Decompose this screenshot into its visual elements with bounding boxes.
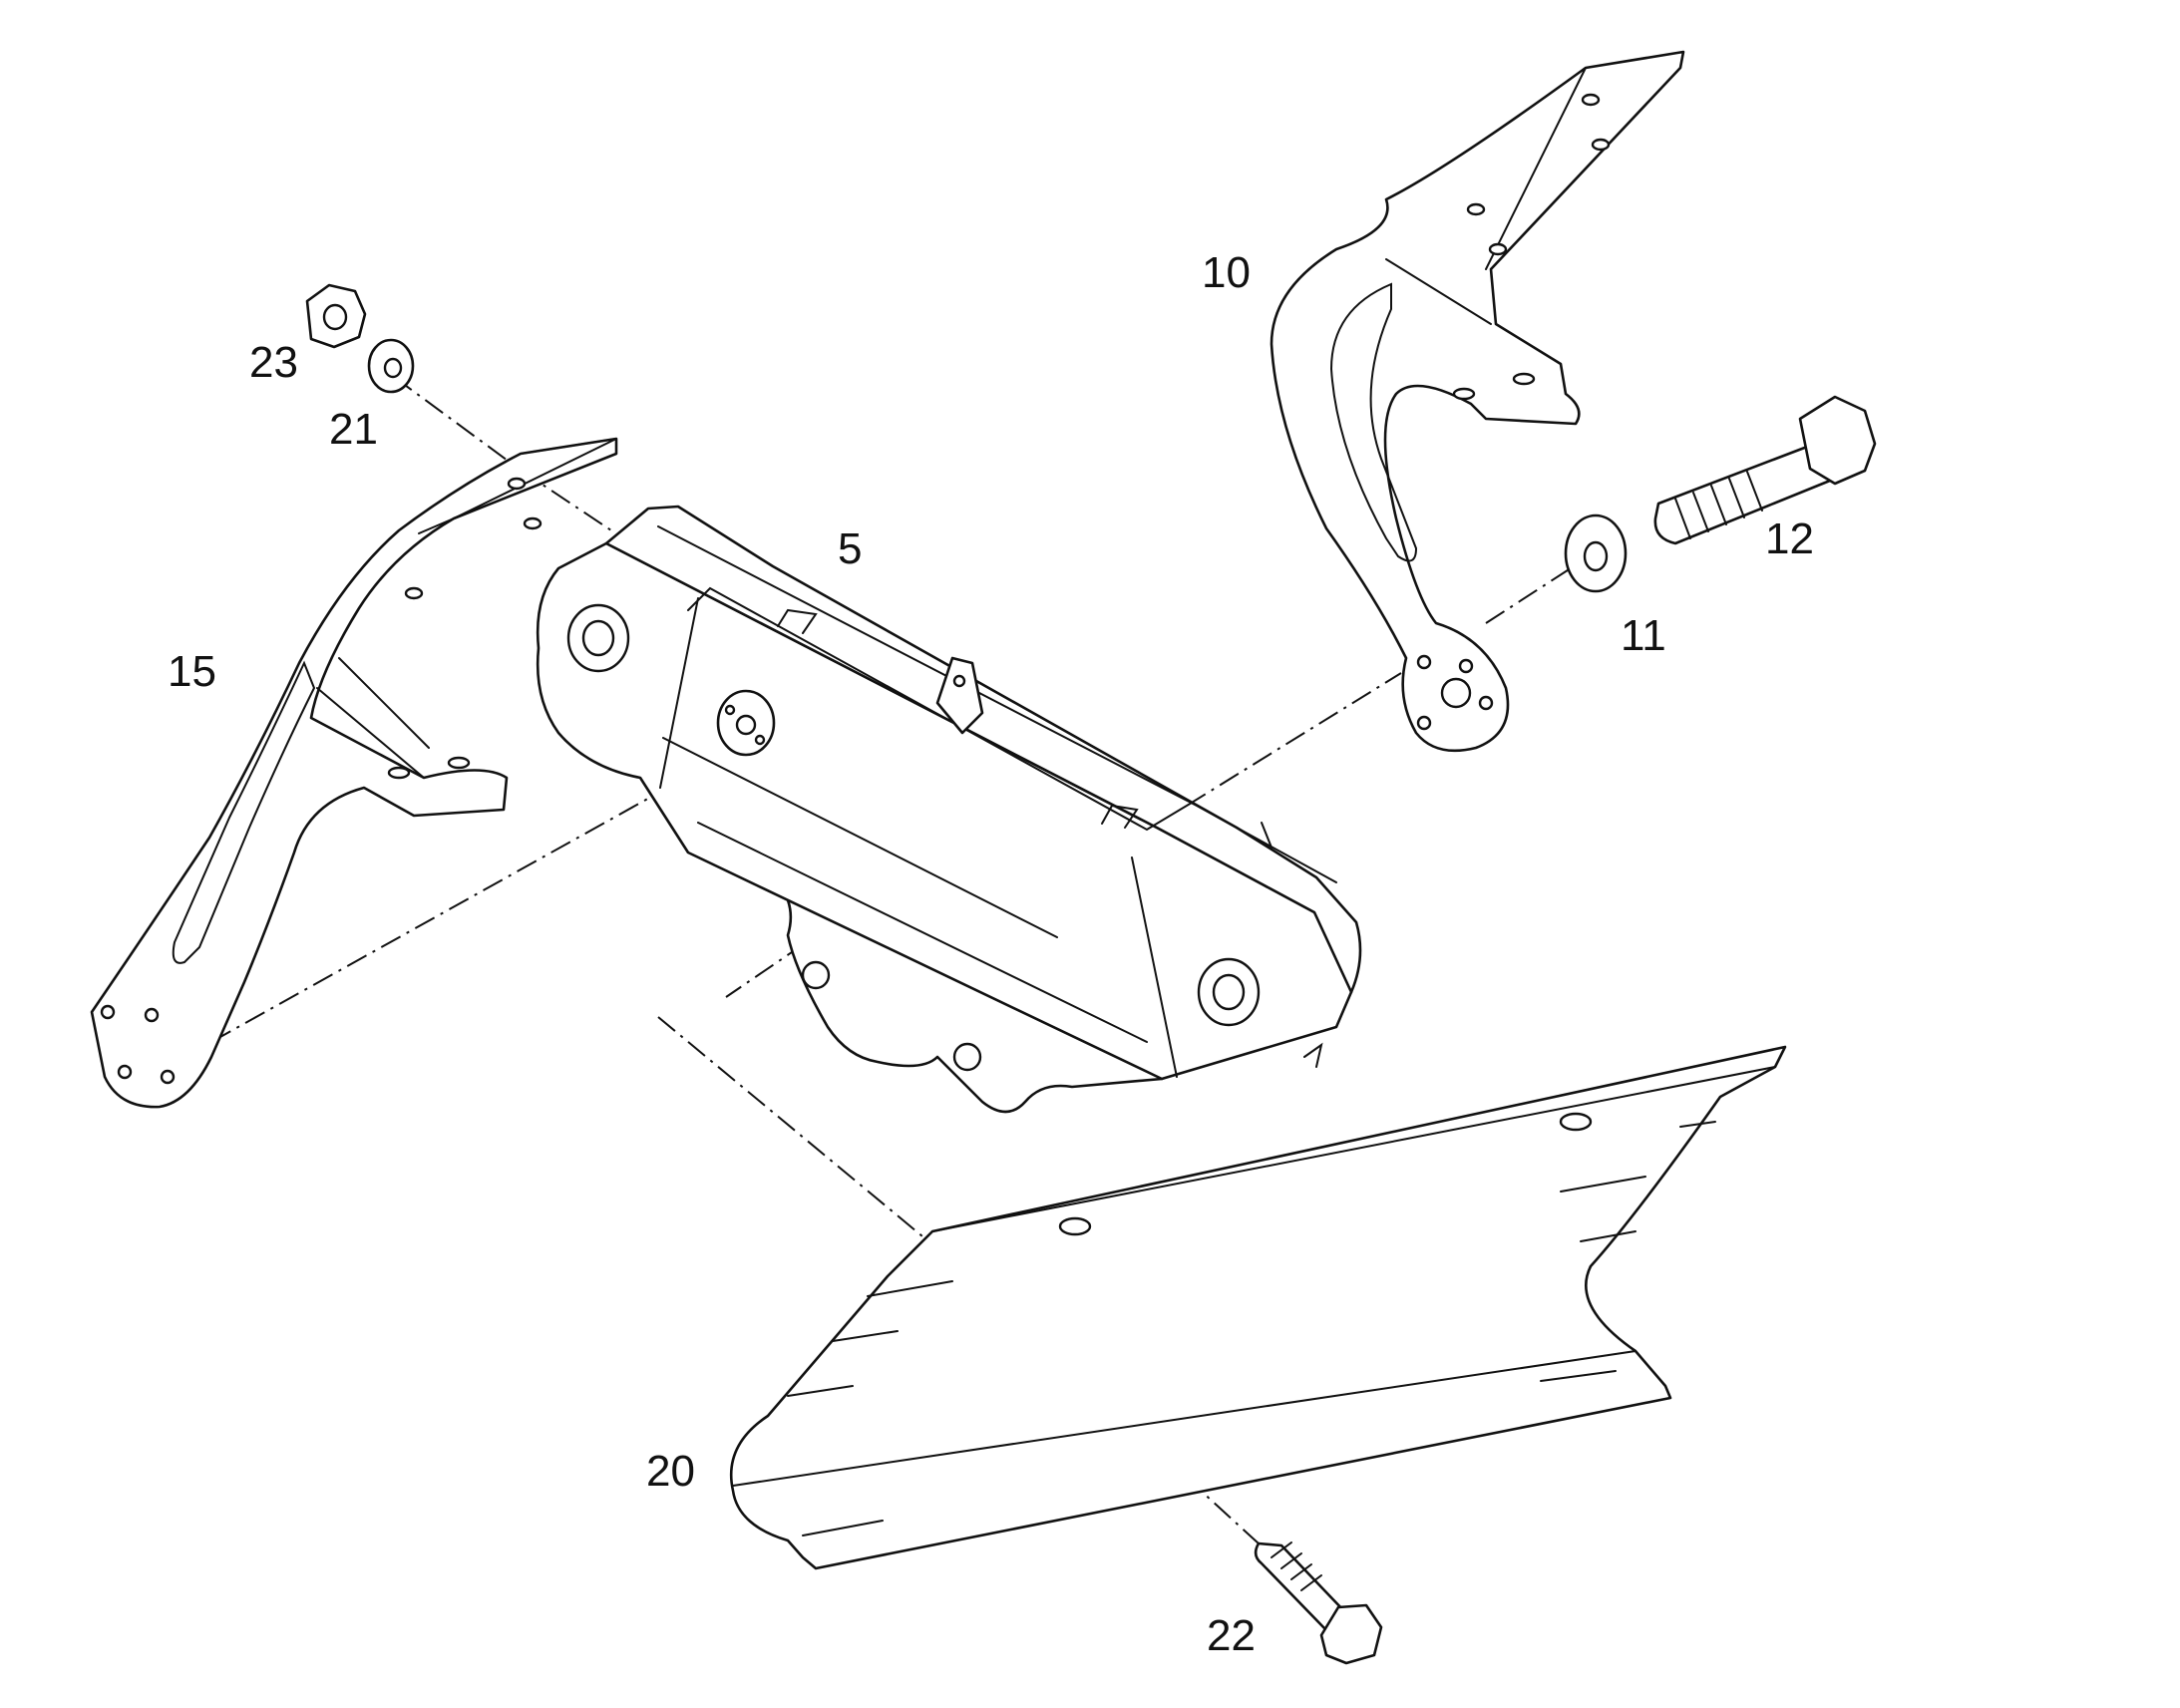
bracket-15-slot — [172, 660, 316, 964]
bracket-10-pivot-hole — [1440, 677, 1472, 709]
shield-20-hole-2 — [1559, 1112, 1593, 1132]
bracket-15-flange-slot-3 — [404, 586, 424, 600]
bracket-10-bolt-hole-1 — [1416, 654, 1432, 670]
bolt-12-threads — [1674, 471, 1763, 539]
frame-clip-2 — [1101, 804, 1139, 829]
bracket-15-top-flange — [418, 438, 617, 534]
washer-part-11 — [1564, 513, 1628, 593]
bracket-15-foot-slot-2 — [447, 756, 471, 770]
bracket-15-flange-slot-1 — [507, 477, 527, 491]
frame-diagonal-line — [662, 737, 1058, 938]
frame-left-pivot-inner — [581, 619, 615, 657]
frame-plate-hole-1 — [801, 960, 831, 990]
bracket-15-hole-1 — [100, 1004, 116, 1020]
bolt-22-head — [1319, 1603, 1383, 1665]
frame-right-pivot-inner — [1212, 973, 1246, 1011]
bolt-12-shank — [1653, 442, 1837, 545]
shield-20-hole-1 — [1058, 1216, 1092, 1236]
bracket-15-web-edge — [316, 657, 430, 779]
bracket-10-web-edge — [1385, 67, 1587, 325]
bracket-15-body — [90, 437, 618, 1109]
callout-20: 20 — [646, 1447, 695, 1496]
shield-part-20 — [729, 1045, 1787, 1570]
bracket-10-flange-slot-3 — [1466, 202, 1486, 216]
bracket-10-bolt-hole-2 — [1458, 658, 1474, 674]
bracket-10-slot — [1329, 282, 1418, 562]
shield-20-slot-4 — [802, 1520, 884, 1537]
leader-bracket-10-to-washer-11 — [1485, 565, 1575, 624]
shield-20-slot-1 — [867, 1280, 953, 1297]
frame-centre-boss-bolt-2 — [754, 734, 766, 746]
callout-11: 11 — [1621, 611, 1666, 660]
bracket-10-flange-slot-1 — [1581, 93, 1601, 107]
callout-21: 21 — [329, 405, 378, 454]
frame-left-bend — [659, 597, 699, 789]
bracket-10-foot-slot-1 — [1452, 387, 1476, 401]
bolt-22-threads — [1271, 1541, 1322, 1591]
shield-20-slot-2 — [832, 1330, 899, 1342]
frame-front-edge — [687, 586, 1193, 832]
frame-clip-1 — [777, 608, 818, 634]
frame-part-5 — [536, 505, 1362, 1114]
bracket-15-hole-2 — [144, 1007, 160, 1023]
callout-5: 5 — [838, 524, 862, 573]
shield-20-slot-6 — [1580, 1230, 1636, 1242]
shield-20-back-edge — [931, 1066, 1776, 1232]
part-callouts: 5 10 11 12 15 20 21 22 23 — [168, 248, 1814, 1660]
bracket-15-foot-slot-1 — [387, 766, 411, 780]
frame-end-pin — [1261, 822, 1323, 1068]
bracket-15-hole-4 — [160, 1069, 176, 1085]
callout-15: 15 — [168, 647, 216, 696]
nut-part-23 — [305, 283, 367, 349]
frame-lower-edge — [697, 822, 1148, 1043]
shield-20-fold-line — [732, 1350, 1636, 1487]
bracket-part-10 — [1270, 50, 1685, 753]
bracket-10-body — [1270, 50, 1685, 753]
callout-10: 10 — [1202, 248, 1251, 297]
shield-20-slot-5 — [1560, 1176, 1646, 1193]
bolt-12-head — [1798, 395, 1877, 486]
bolt-part-12 — [1653, 395, 1877, 545]
frame-top-edge — [657, 525, 1337, 883]
washer-11-inner — [1583, 540, 1609, 572]
frame-centre-boss-bolt-1 — [724, 704, 736, 716]
nut-23-hole — [322, 303, 348, 331]
bracket-15-flange-slot-2 — [523, 516, 543, 530]
frame-right-bend — [1131, 856, 1178, 1078]
callout-12: 12 — [1765, 514, 1814, 563]
frame-top-lug — [935, 656, 984, 735]
shield-20-body — [729, 1045, 1787, 1570]
frame-plate-hole-2 — [952, 1042, 982, 1072]
bracket-10-foot-slot-2 — [1512, 372, 1536, 386]
callout-22: 22 — [1207, 1611, 1256, 1660]
bolt-part-22 — [1254, 1541, 1383, 1665]
washer-part-21 — [367, 338, 415, 394]
frame-centre-boss-hole — [735, 714, 757, 736]
bracket-10-bolt-hole-3 — [1416, 715, 1432, 731]
bracket-part-15 — [90, 437, 618, 1109]
frame-top-lug-hole — [952, 674, 966, 688]
bracket-15-hole-3 — [117, 1064, 133, 1080]
bracket-10-bolt-hole-4 — [1478, 695, 1494, 711]
shield-20-slot-7 — [1679, 1121, 1716, 1128]
shield-20-slot-8 — [1540, 1370, 1617, 1382]
leader-frame-5-to-bracket-10 — [1186, 672, 1402, 807]
frame-top-face — [604, 505, 1362, 994]
washer-21-inner — [383, 357, 403, 379]
bracket-10-flange-slot-2 — [1591, 138, 1611, 152]
shield-20-slot-3 — [787, 1385, 854, 1397]
bracket-10-flange-slot-4 — [1488, 242, 1508, 256]
callout-23: 23 — [249, 338, 298, 387]
